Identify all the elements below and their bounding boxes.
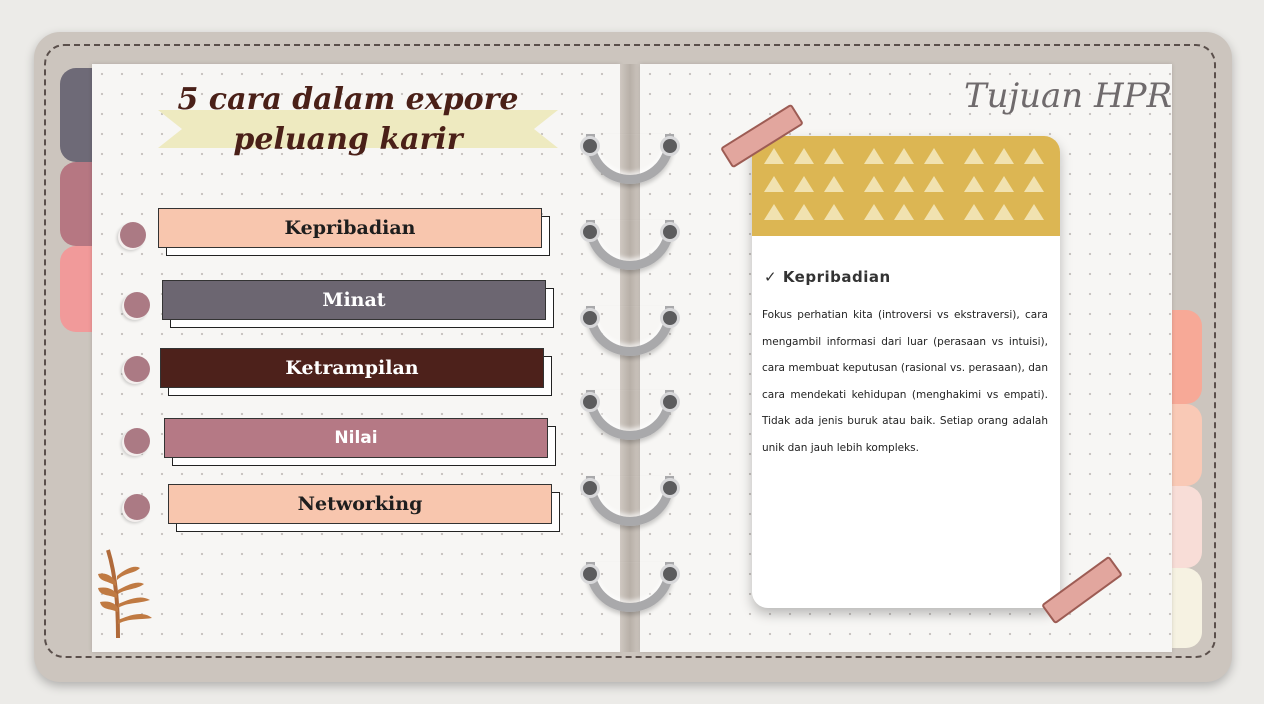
item-kepribadian[interactable]: Kepribadian — [158, 208, 542, 248]
item-label: Nilai — [334, 428, 378, 448]
ring-binder-icon — [580, 562, 680, 620]
bullet-dot — [124, 356, 150, 382]
card-body-text: Fokus perhatian kita (introversi vs ekst… — [762, 309, 1048, 454]
info-card: ✓ Kepribadian Fokus perhatian kita (intr… — [752, 136, 1060, 608]
item-ketrampilan[interactable]: Ketrampilan — [160, 348, 544, 388]
item-nilai[interactable]: Nilai — [164, 418, 548, 458]
check-icon: ✓ — [764, 268, 778, 286]
ring-binder-icon — [580, 306, 680, 364]
binder-stitch-border — [44, 44, 1216, 658]
item-label: Kepribadian — [284, 217, 416, 239]
bullet-dot — [120, 222, 146, 248]
card-heading-text: Kepribadian — [782, 268, 891, 286]
bullet-dot — [124, 428, 150, 454]
bullet-dot — [124, 494, 150, 520]
item-label: Networking — [297, 493, 423, 515]
item-label: Ketrampilan — [285, 357, 419, 379]
item-minat[interactable]: Minat — [162, 280, 546, 320]
title-ribbon — [158, 110, 558, 148]
item-label: Minat — [322, 289, 386, 311]
ring-binder-icon — [580, 134, 680, 192]
card-heading: ✓ Kepribadian — [764, 268, 891, 286]
ring-binder-icon — [580, 220, 680, 278]
ring-binder-icon — [580, 476, 680, 534]
right-page-heading: Tujuan HPR — [964, 76, 1173, 116]
leaf-branch-icon — [98, 549, 152, 639]
item-networking[interactable]: Networking — [168, 484, 552, 524]
bullet-dot — [124, 292, 150, 318]
page-title: 5 cara dalam expore peluang karir — [177, 82, 519, 157]
card-header-pattern — [752, 136, 1060, 236]
ring-binder-icon — [580, 390, 680, 448]
